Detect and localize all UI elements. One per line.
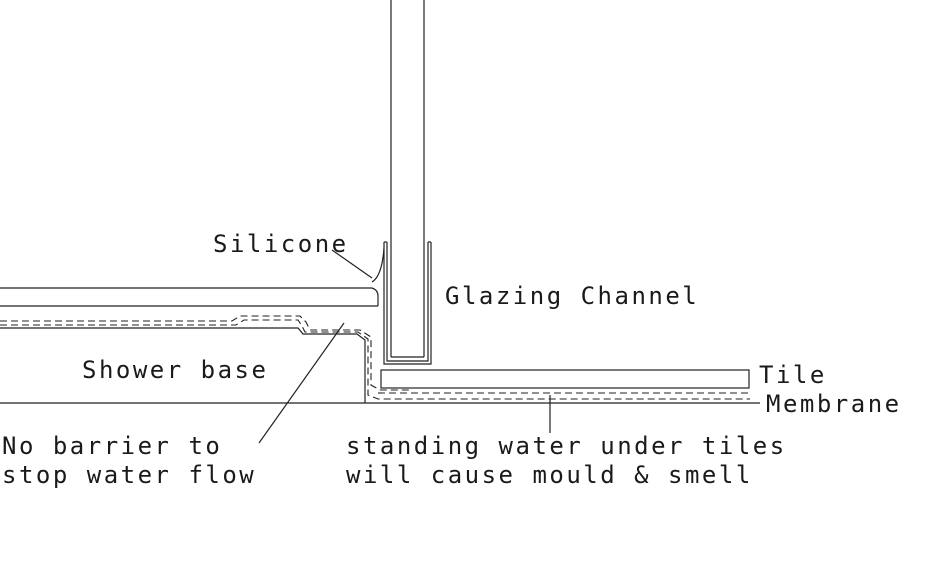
shower-base-body	[0, 327, 366, 404]
shower-base-tile	[0, 287, 379, 307]
label-shower-base: Shower base	[82, 356, 268, 384]
label-no-barrier-line2: stop water flow	[2, 461, 256, 489]
label-membrane: Membrane	[766, 390, 902, 418]
no-barrier-leader	[258, 322, 345, 444]
silicone-leader	[331, 249, 373, 279]
silicone-bead	[371, 247, 385, 283]
label-glazing-channel: Glazing Channel	[445, 282, 699, 310]
floor-tile	[365, 369, 760, 404]
label-silicone: Silicone	[213, 230, 349, 258]
label-no-barrier-line1: No barrier to	[2, 432, 222, 460]
glass-panel	[390, 0, 425, 358]
label-standing-water-line2: will cause mould & smell	[346, 461, 753, 489]
glazing-channel	[383, 241, 432, 365]
label-standing-water-line1: standing water under tiles	[346, 432, 787, 460]
membrane-lines	[0, 315, 750, 400]
label-tile: Tile	[759, 361, 827, 389]
